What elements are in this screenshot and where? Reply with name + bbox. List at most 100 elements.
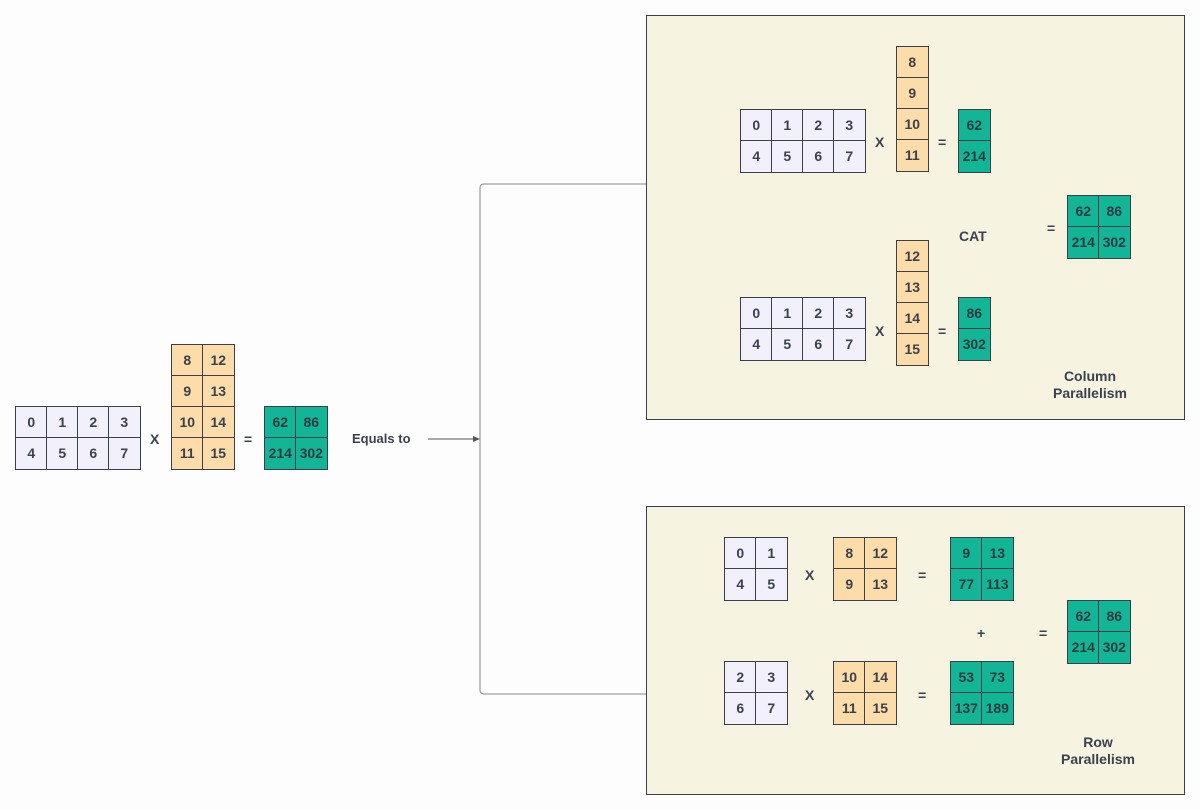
column-parallelism-title: Column Parallelism [1040,368,1140,402]
matrix-cell: 11 [896,139,929,172]
matrix-cell: 62 [1067,600,1100,633]
equals-operator: = [918,687,927,703]
matrix-cell: 7 [833,328,866,361]
equals-operator: = [918,567,927,583]
matrix-cell: 302 [958,328,991,361]
matrix-cell: 13 [202,375,235,408]
matrix-cell: 8 [896,46,929,79]
matrix-cell: 12 [864,537,897,570]
matrix-cell: 4 [740,328,773,361]
matrix-cell: 7 [755,692,788,725]
equals-operator: = [938,323,947,339]
matrix-cell: 214 [1067,226,1100,259]
equals-operator: = [938,134,947,150]
matrix-cell: 12 [896,240,929,273]
matrix-cell: 62 [264,406,297,439]
matrix-cell: 1 [771,297,804,330]
matrix-cell: 73 [981,661,1014,694]
times-operator: X [875,134,885,150]
matrix-cell: 13 [864,568,897,601]
row-parallelism-title: Row Parallelism [1048,734,1148,768]
equals-operator: = [244,431,253,447]
matrix-cell: 62 [958,109,991,142]
matrix-cell: 137 [950,692,983,725]
row-title-line-2: Parallelism [1061,751,1135,767]
equals-operator: = [1039,625,1048,641]
matrix-cell: 7 [108,437,141,470]
matrix-cell: 4 [724,568,757,601]
cat-label: CAT [959,228,987,244]
matrix-cell: 86 [295,406,328,439]
matrix-cell: 86 [1098,600,1131,633]
matrix-cell: 0 [740,297,773,330]
matrix-cell: 8 [833,537,866,570]
matrix-cell: 0 [15,406,48,439]
matrix-cell: 302 [1098,226,1131,259]
matrix-cell: 1 [755,537,788,570]
times-operator: X [805,687,815,703]
times-operator: X [875,323,885,339]
matrix-cell: 5 [755,568,788,601]
matrix-cell: 2 [724,661,757,694]
matrix-cell: 10 [171,406,204,439]
matrix-cell: 2 [802,297,835,330]
matrix-cell: 214 [264,437,297,470]
matrix-cell: 4 [740,140,773,173]
matrix-cell: 14 [864,661,897,694]
matrix-cell: 7 [833,140,866,173]
matrix-cell: 5 [771,140,804,173]
matrix-cell: 214 [1067,631,1100,664]
equals-to-label: Equals to [352,431,411,446]
matrix-cell: 15 [864,692,897,725]
matrix-cell: 2 [802,109,835,142]
matrix-cell: 11 [171,437,204,470]
matrix-cell: 14 [896,302,929,335]
matrix-cell: 9 [896,77,929,110]
matrix-cell: 3 [833,109,866,142]
matrix-cell: 3 [755,661,788,694]
matrix-cell: 3 [833,297,866,330]
times-operator: X [805,567,815,583]
matrix-cell: 9 [950,537,983,570]
matrix-cell: 6 [802,328,835,361]
row-title-line-1: Row [1083,734,1113,750]
column-title-line-1: Column [1063,368,1117,384]
matrix-cell: 8 [171,344,204,377]
matrix-cell: 214 [958,140,991,173]
matrix-cell: 302 [1098,631,1131,664]
matrix-cell: 9 [171,375,204,408]
matrix-cell: 13 [981,537,1014,570]
matrix-cell: 77 [950,568,983,601]
matrix-cell: 2 [77,406,110,439]
matrix-cell: 10 [833,661,866,694]
equals-operator: = [1047,220,1056,236]
matrix-cell: 4 [15,437,48,470]
times-operator: X [150,431,160,447]
matrix-cell: 15 [896,333,929,366]
matrix-cell: 189 [981,692,1014,725]
matrix-cell: 0 [740,109,773,142]
matrix-cell: 0 [724,537,757,570]
matrix-cell: 6 [77,437,110,470]
matrix-cell: 6 [802,140,835,173]
matrix-cell: 62 [1067,195,1100,228]
matrix-cell: 53 [950,661,983,694]
matrix-cell: 11 [833,692,866,725]
